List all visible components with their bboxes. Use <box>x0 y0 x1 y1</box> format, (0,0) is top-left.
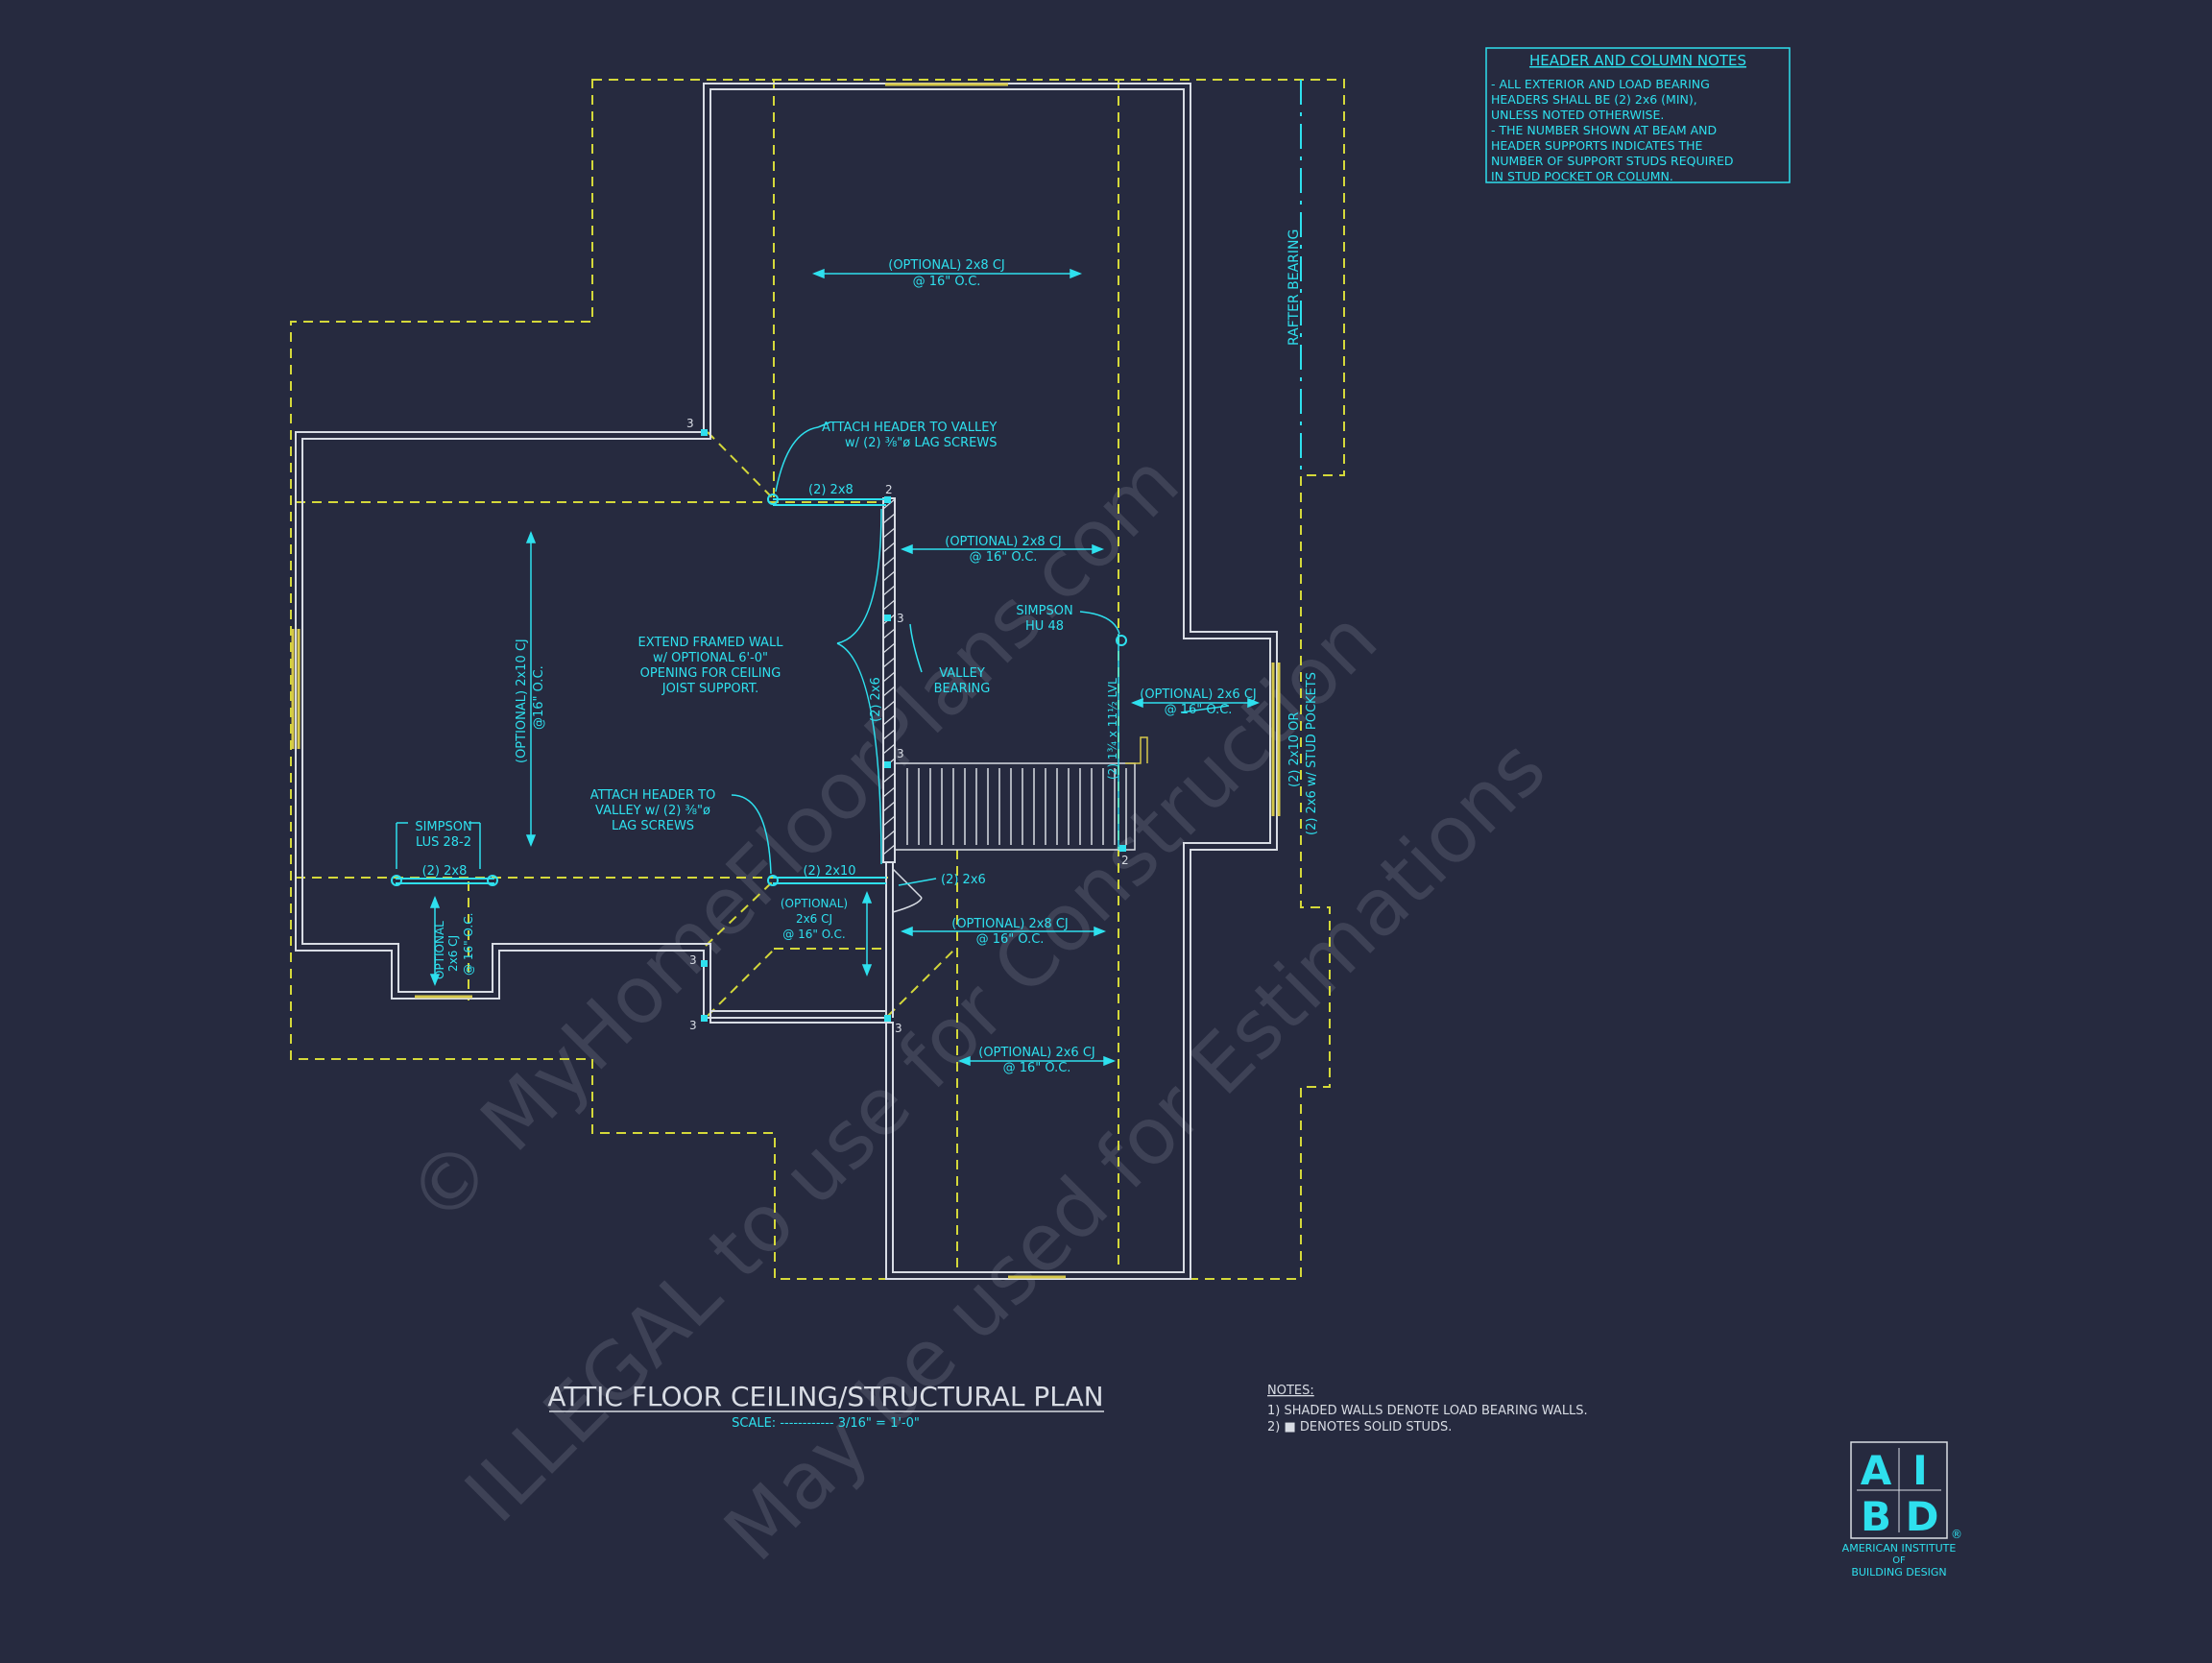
cj-low-label-1: (OPTIONAL) 2x8 CJ <box>951 917 1069 931</box>
valley-bearing-label-2: BEARING <box>934 682 991 696</box>
extend-wall-label-2: w/ OPTIONAL 6'-0" <box>653 651 768 665</box>
notes-box-line: HEADERS SHALL BE (2) 2x6 (MIN), <box>1491 92 1697 107</box>
lvl-label: (2) 1¾ x 11½ LVL <box>1106 678 1119 780</box>
cj-left-label-1: (OPTIONAL) 2x10 CJ <box>515 639 529 763</box>
cj-mid-label-1: (OPTIONAL) 2x8 CJ <box>945 535 1062 549</box>
notes-line-1: 1) SHADED WALLS DENOTE LOAD BEARING WALL… <box>1267 1404 1588 1418</box>
attach-valley2-label-3: LAG SCREWS <box>612 819 694 833</box>
header-2x8-top-label: (2) 2x8 <box>808 483 854 497</box>
attach-valley-label-1: ATTACH HEADER TO VALLEY <box>822 421 997 435</box>
opt-small-label-1: (OPTIONAL) <box>781 897 848 910</box>
notes-box-line: HEADER SUPPORTS INDICATES THE <box>1491 138 1702 153</box>
hanger-connectors <box>391 494 1127 886</box>
solid-studs <box>701 429 1126 1022</box>
door-swing <box>892 868 923 913</box>
cj-bottom-label-1: (OPTIONAL) 2x6 CJ <box>978 1046 1095 1060</box>
simpson-hu-label-2: HU 48 <box>1025 619 1064 634</box>
general-notes: NOTES: 1) SHADED WALLS DENOTE LOAD BEARI… <box>1267 1384 1588 1434</box>
stud-count-label: 3 <box>689 953 697 967</box>
notes-box-title: HEADER AND COLUMN NOTES <box>1529 52 1746 69</box>
logo-line-1: AMERICAN INSTITUTE <box>1842 1542 1957 1555</box>
logo-registered-mark: ® <box>1951 1528 1962 1541</box>
watermark-line-1: © MyHomeFloorPlans.com <box>391 437 1196 1242</box>
notes-box-line: - ALL EXTERIOR AND LOAD BEARING <box>1491 77 1710 91</box>
cj-top-label-1: (OPTIONAL) 2x8 CJ <box>888 258 1005 273</box>
attach-valley-label-2: w/ (2) ⅜"ø LAG SCREWS <box>845 436 997 450</box>
cj-top-label-2: @ 16" O.C. <box>913 275 981 289</box>
opt-small-label-2: 2x6 CJ <box>796 912 832 926</box>
stud-count-label: 3 <box>897 612 904 625</box>
header-column-notes: HEADER AND COLUMN NOTES - ALL EXTERIOR A… <box>1485 47 1791 183</box>
logo-line-2: OF <box>1892 1555 1906 1566</box>
notes-heading: NOTES: <box>1267 1384 1314 1398</box>
notes-box-line: NUMBER OF SUPPORT STUDS REQUIRED <box>1491 154 1734 168</box>
notes-box-line: - THE NUMBER SHOWN AT BEAM AND <box>1491 123 1717 137</box>
stud-pockets-label-2: (2) 2x6 w/ STUD POCKETS <box>1305 672 1319 835</box>
header-2x6-door-label: (2) 2x6 <box>941 873 986 887</box>
opt-bay-label-3: @ 16" O.C. <box>462 913 475 976</box>
cj-left-label-2: @16" O.C. <box>532 665 546 730</box>
notes-box-line: UNLESS NOTED OTHERWISE. <box>1491 108 1664 122</box>
plan-title-block: ATTIC FLOOR CEILING/STRUCTURAL PLAN SCAL… <box>547 1381 1104 1431</box>
stair <box>894 736 1148 851</box>
attach-valley2-label-1: ATTACH HEADER TO <box>590 788 716 803</box>
headers <box>396 498 1119 884</box>
cj-low-label-2: @ 16" O.C. <box>976 932 1045 947</box>
cj-right-label-1: (OPTIONAL) 2x6 CJ <box>1140 687 1257 702</box>
logo-letter-d: D <box>1906 1493 1939 1540</box>
extend-wall-label-1: EXTEND FRAMED WALL <box>638 636 784 650</box>
logo-letter-i: I <box>1912 1447 1928 1494</box>
plan-title: ATTIC FLOOR CEILING/STRUCTURAL PLAN <box>547 1381 1103 1412</box>
plan-scale: SCALE: ------------ 3/16" = 1'-0" <box>732 1416 920 1431</box>
header-2x8-left-label: (2) 2x8 <box>422 864 468 879</box>
extend-wall-label-3: OPENING FOR CEILING <box>640 666 781 681</box>
cj-bottom-label-2: @ 16" O.C. <box>1003 1061 1071 1075</box>
wall-2x6-label: (2) 2x6 <box>869 677 883 722</box>
logo-letter-a: A <box>1861 1447 1892 1494</box>
rafter-bearing-label: RAFTER BEARING <box>1286 229 1302 346</box>
load-bearing-wall <box>882 497 896 863</box>
simpson-hu-label-1: SIMPSON <box>1016 604 1072 618</box>
simpson-lus-label-2: LUS 28-2 <box>416 835 471 850</box>
stud-count-label: 2 <box>1121 854 1129 867</box>
logo-line-3: BUILDING DESIGN <box>1851 1566 1946 1579</box>
stud-count-label: 3 <box>895 1022 902 1035</box>
stud-pockets-label-1: (2) 2x10 OR <box>1287 712 1302 787</box>
opt-bay-label-1: OPTIONAL <box>433 921 446 979</box>
annotations: RAFTER BEARING (OPTIONAL) 2x8 CJ @ 16" O… <box>415 229 1319 1075</box>
windows <box>291 83 1281 1279</box>
stud-count-label: 2 <box>885 483 893 496</box>
header-2x10-label: (2) 2x10 <box>803 864 855 879</box>
leaders <box>396 422 1230 886</box>
aibd-logo: A I B D ® AMERICAN INSTITUTE OF BUILDING… <box>1842 1441 1962 1579</box>
logo-letter-b: B <box>1861 1493 1891 1540</box>
stud-count-label: 3 <box>897 747 904 760</box>
stud-count-label: 3 <box>689 1019 697 1032</box>
simpson-lus-label-1: SIMPSON <box>415 820 471 834</box>
valley-bearing-label-1: VALLEY <box>939 666 985 681</box>
stud-count-label: 3 <box>686 417 694 430</box>
notes-box-line: IN STUD POCKET OR COLUMN. <box>1491 169 1673 183</box>
opt-bay-label-2: 2x6 CJ <box>446 935 460 972</box>
cj-right-label-2: @ 16" O.C. <box>1165 703 1233 717</box>
cj-mid-label-2: @ 16" O.C. <box>970 550 1038 565</box>
extend-wall-label-4: JOIST SUPPORT. <box>661 682 759 696</box>
notes-line-2: 2) ■ DENOTES SOLID STUDS. <box>1267 1420 1452 1434</box>
attach-valley2-label-2: VALLEY w/ (2) ⅜"ø <box>595 804 710 818</box>
joist-span-arrows <box>429 268 1261 1067</box>
opt-small-label-3: @ 16" O.C. <box>782 928 845 941</box>
